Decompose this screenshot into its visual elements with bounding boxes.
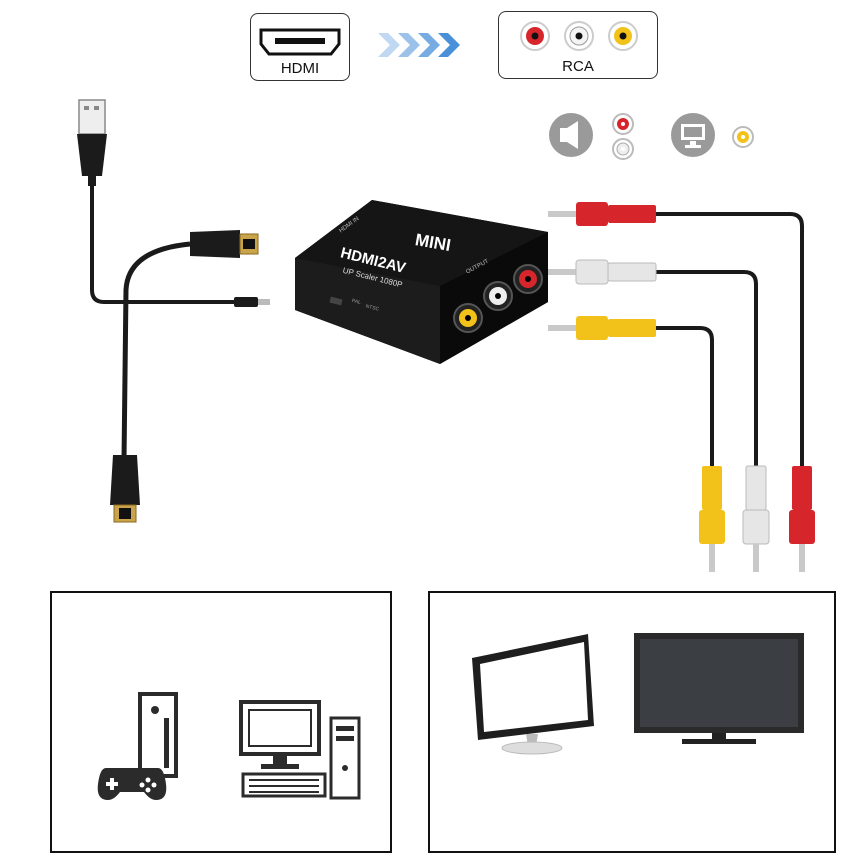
product-illustration: MINI HDMI2AV UP Scaler 1080P HDMI IN OUT… xyxy=(0,90,868,590)
hdmi-label: HDMI xyxy=(251,60,349,77)
rca-label: RCA xyxy=(499,58,657,75)
display-devices-panel xyxy=(428,591,836,853)
tv-icon xyxy=(632,631,812,751)
hdmi-label-box: HDMI xyxy=(250,13,350,81)
direction-arrows-icon xyxy=(378,30,462,60)
crt-monitor-icon xyxy=(466,628,606,758)
rca-label-box: RCA xyxy=(498,11,658,79)
rca-plug-white-top xyxy=(548,260,656,284)
rca-plug-yellow-bottom xyxy=(699,466,725,572)
rca-jacks-icon xyxy=(499,12,657,60)
rca-plug-yellow-top xyxy=(548,316,656,340)
desktop-computer-icon xyxy=(237,698,387,808)
rca-plug-red-top xyxy=(548,202,656,226)
game-console-icon xyxy=(92,688,212,818)
usb-cable xyxy=(77,100,270,307)
rca-plug-red-bottom xyxy=(789,466,815,572)
source-devices-panel xyxy=(50,591,392,853)
converter-box: MINI HDMI2AV UP Scaler 1080P HDMI IN OUT… xyxy=(295,200,548,364)
hdmi-cable xyxy=(110,230,258,522)
hdmi-port-icon xyxy=(251,14,349,64)
rca-plug-white-bottom xyxy=(743,466,769,572)
rca-cable xyxy=(548,202,815,572)
